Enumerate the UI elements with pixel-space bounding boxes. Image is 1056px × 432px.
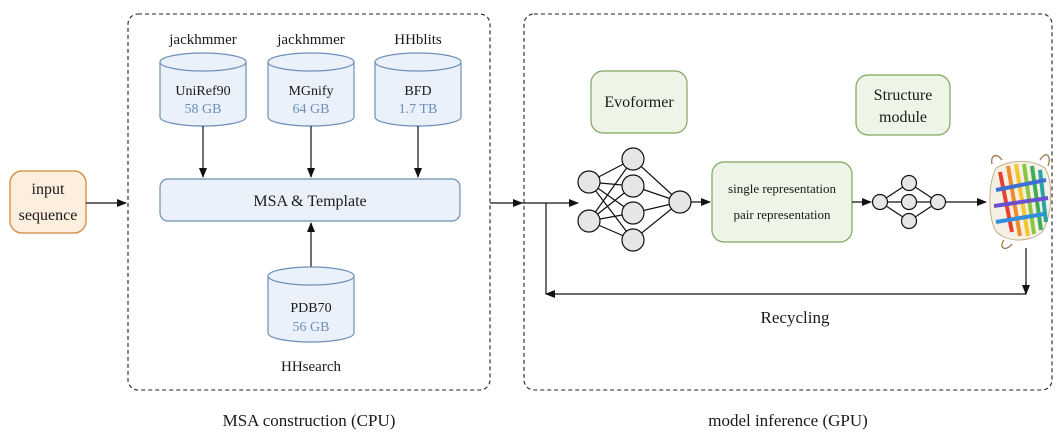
db-tool-label: HHsearch bbox=[281, 359, 341, 375]
input-sequence-box: input sequence bbox=[9, 170, 87, 234]
database-cylinder-icon bbox=[159, 62, 247, 127]
network-node bbox=[621, 174, 645, 198]
protein-structure-icon bbox=[989, 154, 1052, 249]
evoformer-box: Evoformer bbox=[590, 70, 688, 134]
input-label-line2: sequence bbox=[19, 207, 78, 224]
msa-template-label: MSA & Template bbox=[253, 193, 366, 210]
network-node bbox=[577, 170, 601, 194]
db-pdb70: PDB70 56 GB HHsearch bbox=[267, 266, 355, 375]
db-tool-label: HHblits bbox=[394, 32, 442, 48]
db-bfd: HHblits BFD 1.7 TB bbox=[374, 32, 462, 127]
db-size: 58 GB bbox=[185, 102, 222, 117]
evoformer-label: Evoformer bbox=[604, 94, 674, 111]
network-node bbox=[871, 193, 889, 211]
msa-caption: MSA construction (CPU) bbox=[223, 411, 396, 430]
network-node bbox=[900, 212, 918, 230]
evoformer-network bbox=[577, 147, 692, 252]
network-node bbox=[929, 193, 947, 211]
db-size: 1.7 TB bbox=[399, 102, 438, 117]
msa-panel bbox=[127, 13, 491, 391]
model-caption: model inference (GPU) bbox=[708, 411, 868, 430]
msa-template-box: MSA & Template bbox=[159, 178, 461, 222]
network-node bbox=[621, 228, 645, 252]
db-name: PDB70 bbox=[290, 301, 331, 316]
network-node bbox=[577, 209, 601, 233]
network-node bbox=[900, 193, 918, 211]
db-size: 64 GB bbox=[293, 102, 330, 117]
representation-box: single representation pair representatio… bbox=[711, 161, 853, 243]
network-node bbox=[621, 201, 645, 225]
database-cylinder-icon bbox=[267, 276, 355, 343]
database-cylinder-icon bbox=[374, 62, 462, 127]
network-node bbox=[900, 174, 918, 192]
db-uniref90: jackhmmer UniRef90 58 GB bbox=[159, 32, 247, 127]
structure-module-box: Structure module bbox=[855, 74, 951, 136]
single-representation-label: single representation bbox=[728, 181, 836, 196]
input-label-line1: input bbox=[32, 181, 65, 198]
pair-representation-label: pair representation bbox=[733, 207, 831, 222]
db-name: UniRef90 bbox=[175, 84, 230, 99]
structure-label-line2: module bbox=[879, 109, 927, 126]
db-tool-label: jackhmmer bbox=[168, 32, 236, 48]
network-node bbox=[668, 190, 692, 214]
model-panel bbox=[523, 13, 1053, 391]
db-mgnify: jackhmmer MGnify 64 GB bbox=[267, 32, 355, 127]
db-name: BFD bbox=[404, 84, 431, 99]
structure-label-line1: Structure bbox=[874, 87, 933, 104]
network-node bbox=[621, 147, 645, 171]
structure-network bbox=[871, 174, 947, 230]
recycling-label: Recycling bbox=[761, 308, 830, 327]
database-cylinder-icon bbox=[267, 62, 355, 127]
db-tool-label: jackhmmer bbox=[276, 32, 344, 48]
db-name: MGnify bbox=[288, 84, 333, 99]
db-size: 56 GB bbox=[293, 320, 330, 335]
